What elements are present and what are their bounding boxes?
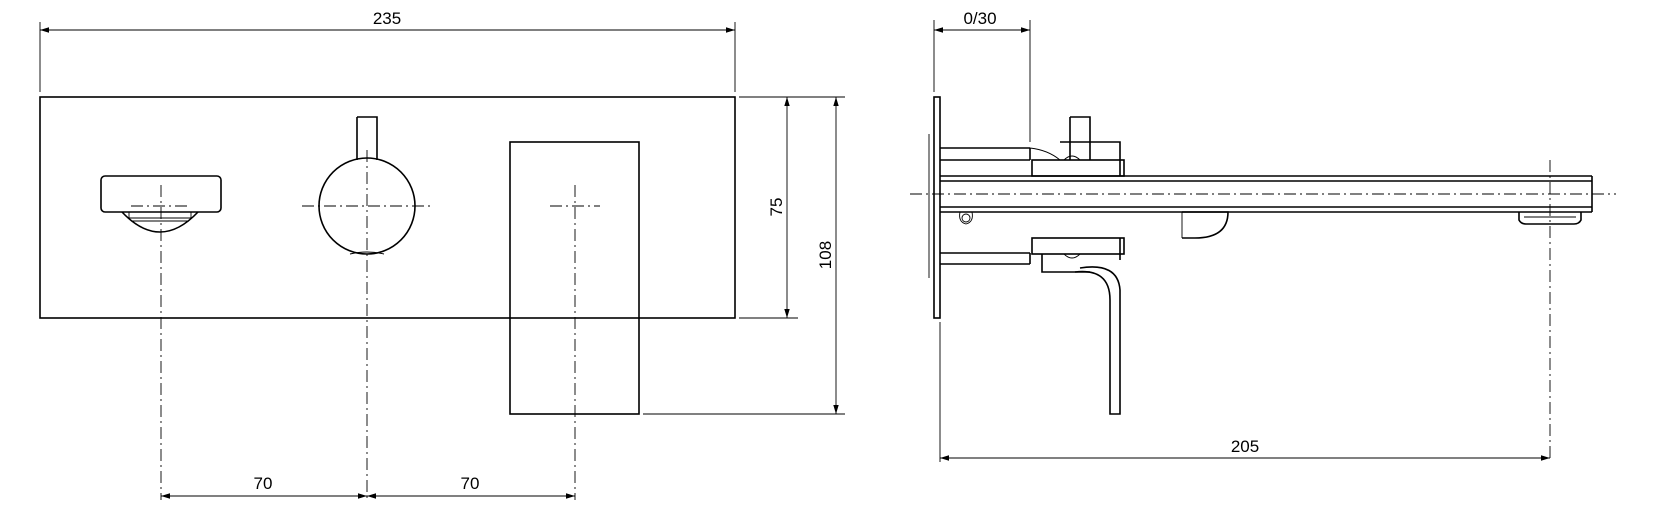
dimension-plate-height: 75 — [767, 97, 790, 318]
dimension-wall-adjust: 0/30 — [934, 9, 1030, 33]
centerlines-front — [131, 150, 600, 500]
dimension-overall-width: 235 — [40, 9, 735, 33]
dim-label-205: 205 — [1231, 437, 1259, 456]
side-view: 0/30 205 — [910, 9, 1616, 462]
wall-plate — [39, 96, 736, 319]
dim-label-108: 108 — [816, 241, 835, 269]
mixer-body-front — [509, 141, 640, 415]
extension-lines-front — [39, 22, 845, 415]
dim-label-70-right: 70 — [461, 474, 480, 493]
dimension-spout-projection: 205 — [940, 437, 1550, 461]
spout-side — [940, 175, 1593, 239]
extension-lines-side — [933, 20, 1031, 462]
dim-label-0-30: 0/30 — [963, 9, 996, 28]
front-view: 235 75 108 70 70 — [39, 9, 845, 500]
dim-label-235: 235 — [373, 9, 401, 28]
dim-label-70-left: 70 — [254, 474, 273, 493]
centerlines-side — [910, 160, 1616, 460]
dimension-spacing: 70 70 — [161, 474, 575, 499]
aerator-side — [1518, 212, 1582, 225]
lever-handle-side — [1031, 116, 1125, 415]
concealed-body-side — [940, 147, 1061, 265]
wall-plate-side — [933, 96, 941, 319]
dim-label-75: 75 — [767, 198, 786, 217]
dimension-total-height: 108 — [816, 97, 839, 414]
